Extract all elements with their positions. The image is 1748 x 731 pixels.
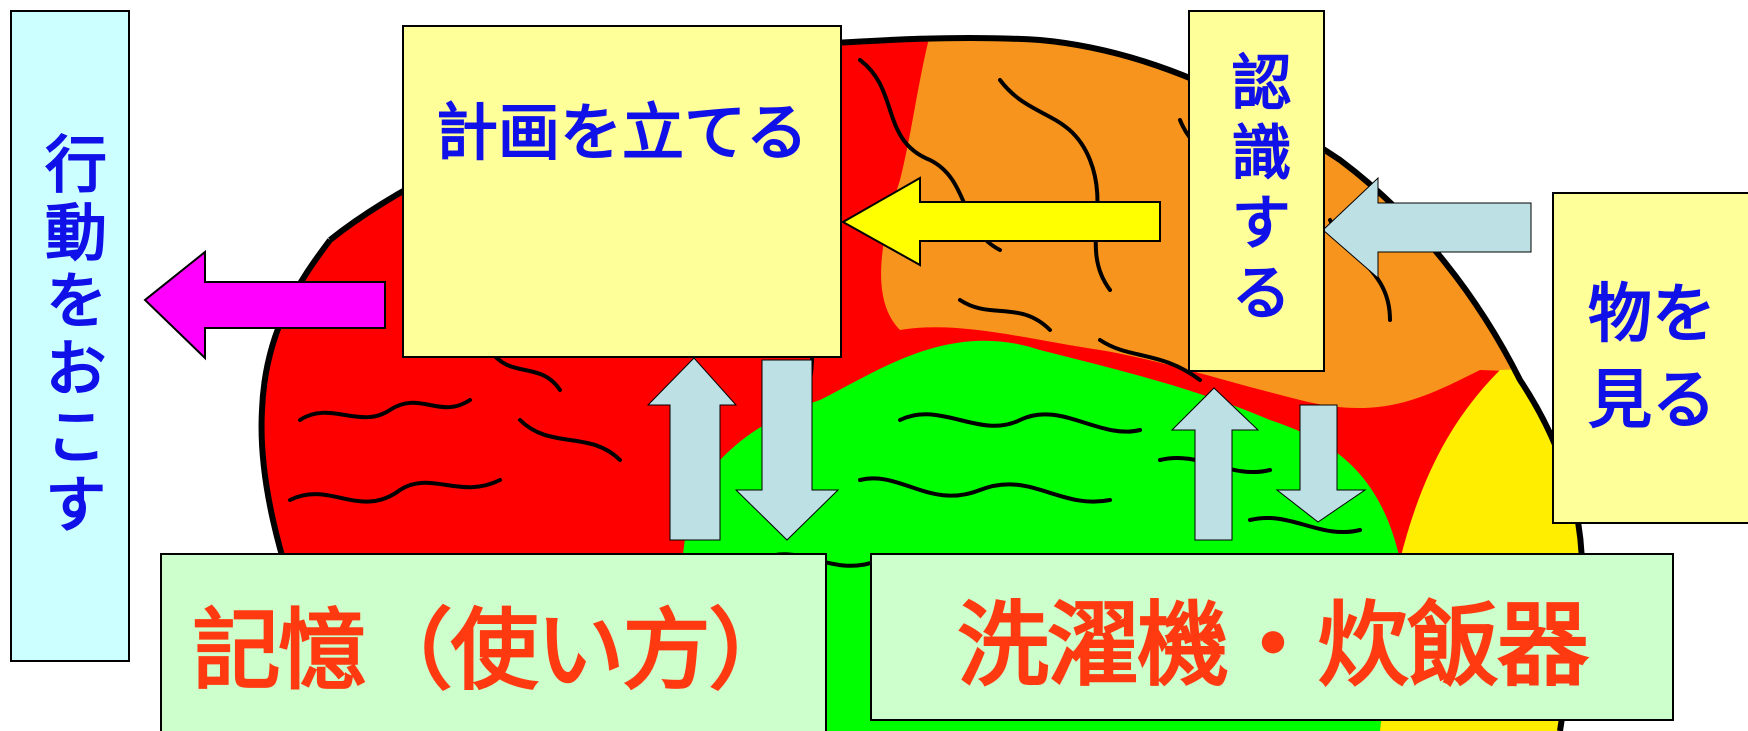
arrow-down (734, 359, 840, 541)
appliances-box: 洗濯機・炊飯器 (870, 553, 1674, 721)
action-label: 行動をおこす (34, 132, 107, 540)
recognize-box: 認識する (1188, 10, 1325, 372)
memory-box: 記憶（使い方） (160, 553, 827, 731)
arrow-left-yellow (840, 176, 1161, 267)
arrow-left-lightblue (1322, 176, 1532, 280)
arrow-up (646, 357, 738, 541)
recognize-label: 認識する (1221, 51, 1291, 331)
arrow-up (1170, 387, 1260, 541)
appliances-label: 洗濯機・炊飯器 (956, 591, 1589, 699)
see-object-label: 物を見る (1588, 277, 1716, 438)
memory-label: 記憶（使い方） (192, 598, 796, 702)
arrow-down (1275, 404, 1367, 523)
arrow-left-magenta (143, 249, 386, 361)
see-object-box: 物を見る (1552, 192, 1748, 524)
action-box: 行動をおこす (10, 10, 130, 662)
plan-label: 計画を立てる (435, 95, 808, 169)
plan-box: 計画を立てる (402, 25, 842, 358)
